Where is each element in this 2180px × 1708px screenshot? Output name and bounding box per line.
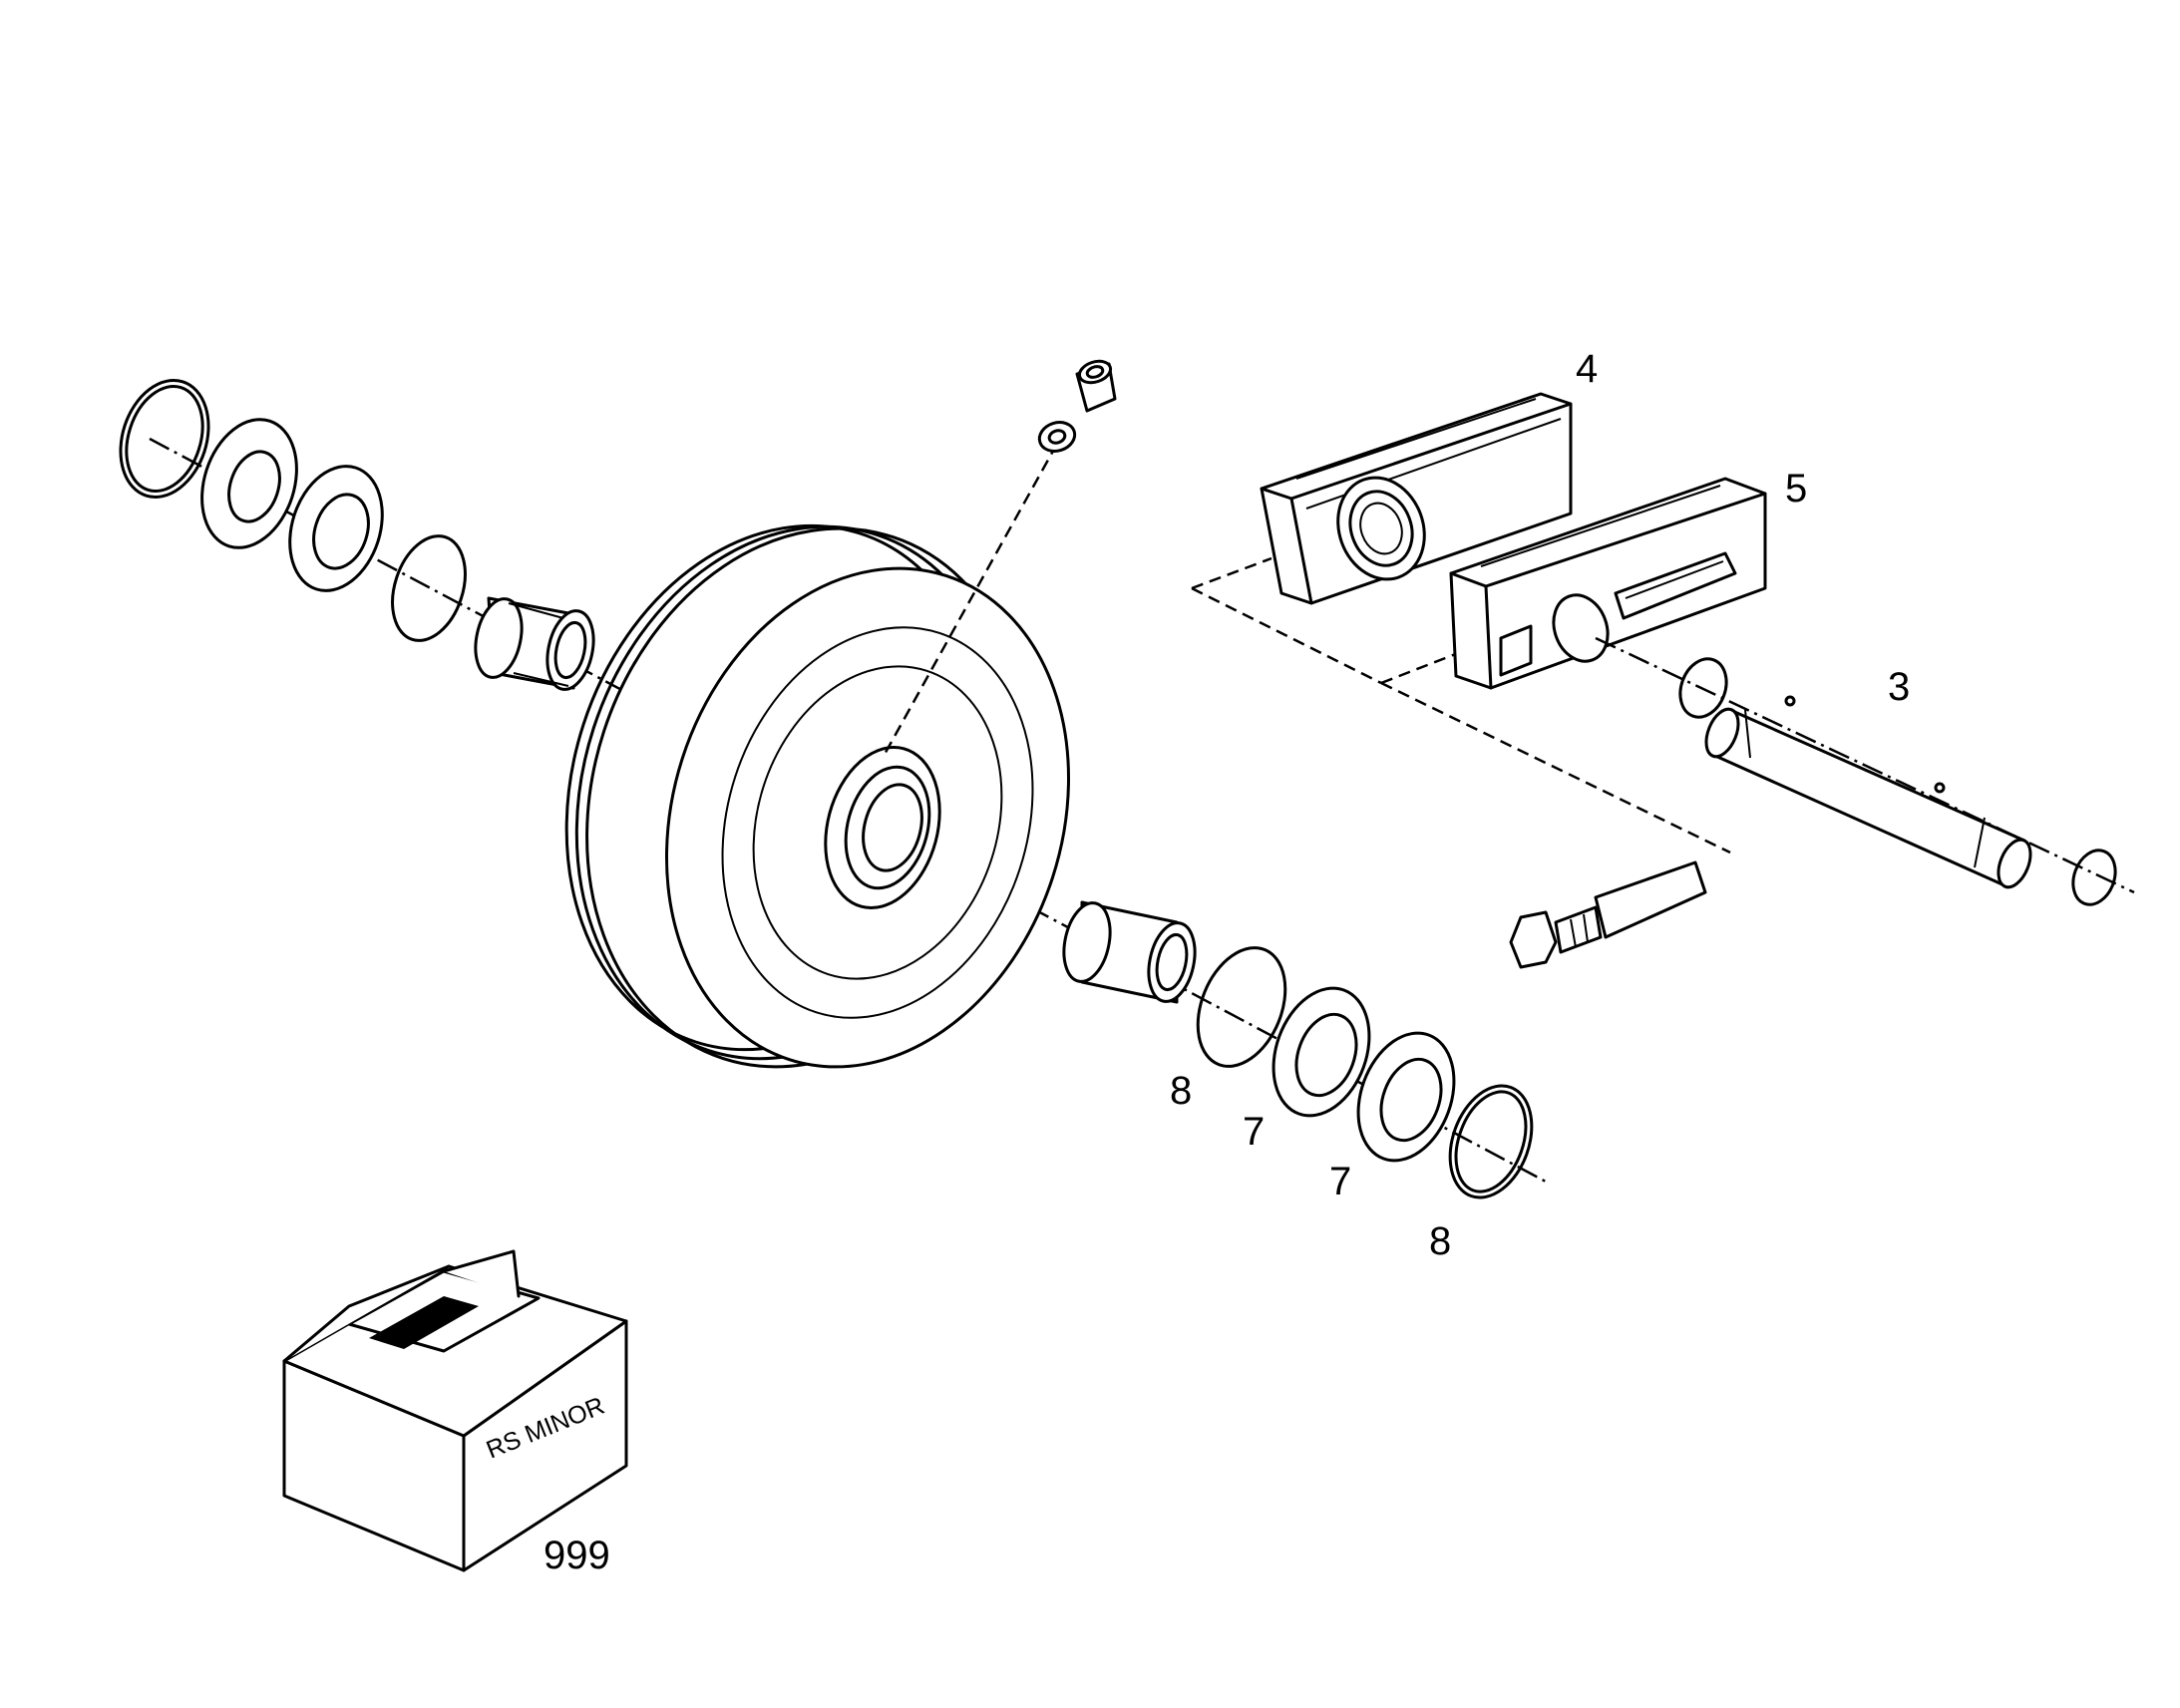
bracket-block-4 bbox=[1260, 392, 1573, 605]
callout-7-right: 7 bbox=[1329, 1160, 1351, 1203]
washer-small bbox=[1037, 421, 1077, 453]
callout-8-left: 8 bbox=[1170, 1069, 1192, 1113]
grease-fitting bbox=[881, 359, 1117, 759]
callout-8-right: 8 bbox=[1429, 1219, 1451, 1263]
idler-wheel bbox=[564, 523, 1071, 1069]
left-snap-ring bbox=[119, 378, 210, 500]
right-seal-ring-inner bbox=[1272, 986, 1371, 1118]
callout-3: 3 bbox=[1888, 665, 1910, 709]
right-o-ring bbox=[1196, 946, 1287, 1068]
left-o-ring bbox=[391, 534, 467, 642]
pin-3 bbox=[1595, 636, 2135, 906]
callout-999: 999 bbox=[544, 1534, 610, 1577]
right-bushing bbox=[1062, 900, 1197, 1004]
left-bushing bbox=[474, 596, 595, 691]
adjusting-bolt bbox=[1509, 860, 1707, 969]
bracket-block-5 bbox=[1449, 477, 1767, 690]
callout-4: 4 bbox=[1576, 347, 1598, 391]
left-seal-ring-outer bbox=[200, 418, 298, 549]
left-seal-ring-inner bbox=[288, 465, 384, 592]
callout-5: 5 bbox=[1785, 467, 1807, 511]
right-snap-ring bbox=[1448, 1084, 1534, 1199]
callout-7-left: 7 bbox=[1243, 1110, 1265, 1154]
right-seal-ring-outer bbox=[1356, 1031, 1456, 1163]
kit-box-999: RS MINOR bbox=[282, 1249, 628, 1572]
